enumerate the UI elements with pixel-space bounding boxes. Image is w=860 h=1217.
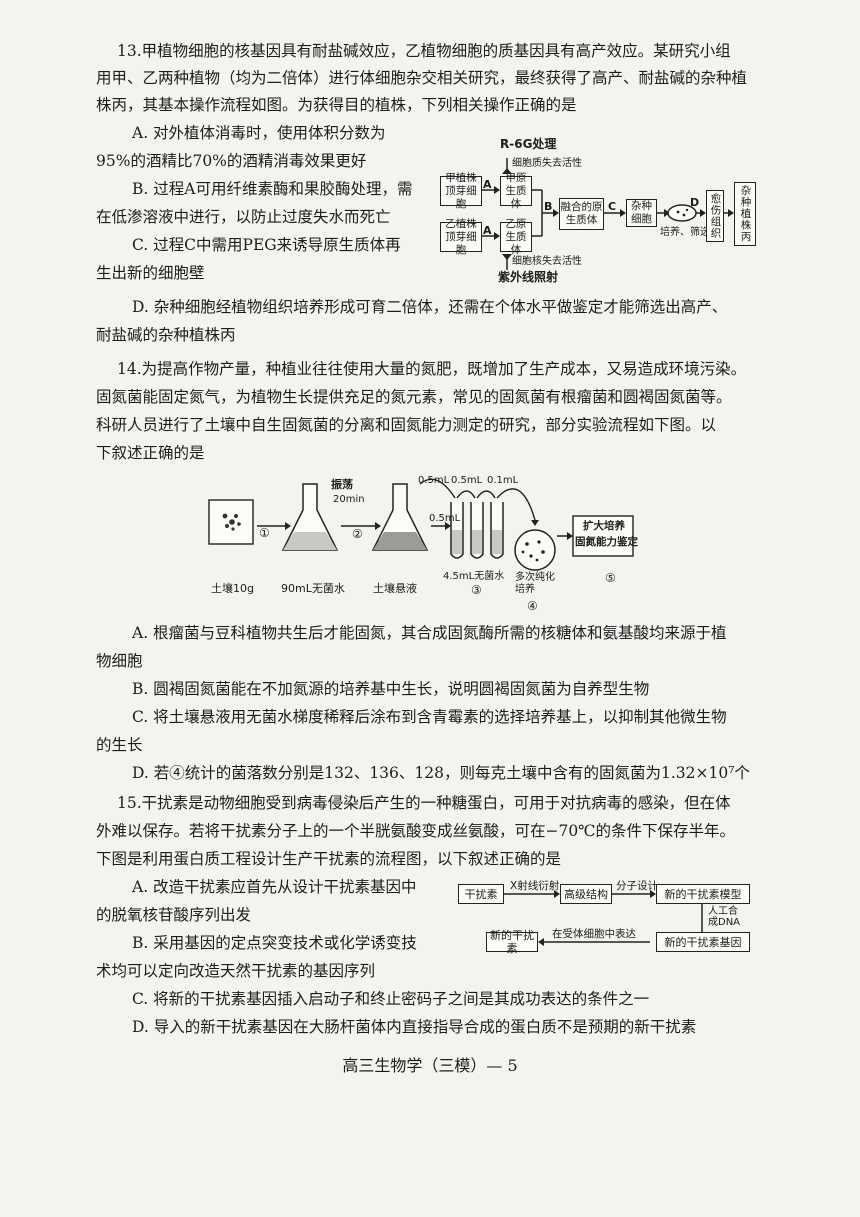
shake-time-label: 20min xyxy=(333,494,365,505)
q15-option-c-line1: C. 将新的干扰素基因插入启动子和终止密码子之间是其成功表达的条件之一 xyxy=(132,990,650,1008)
page-footer: 高三生物学（三模）— 5 xyxy=(342,1056,518,1075)
q15-option-a-line1: A. 改造干扰素应首先从设计干扰素基因中 xyxy=(132,878,417,896)
design-label: 分子设计 xyxy=(616,880,658,892)
nucleus-inactive-label: 细胞核失去活性 xyxy=(512,256,582,267)
volume-05-second: 0.5mL xyxy=(418,475,450,486)
new-gene-box: 新的干扰素基因 xyxy=(656,932,750,952)
q13-option-a-line1: A. 对外植体消毒时，使用体积分数为 xyxy=(132,124,386,142)
purify-label: 多次纯化培养 xyxy=(515,572,555,595)
q13-stem-line3: 株丙，其基本操作流程如图。为获得目的植株，下列相关操作正确的是 xyxy=(96,96,577,114)
q13-option-c-line2: 生出新的细胞壁 xyxy=(96,264,205,282)
expand-culture-label: 扩大培养 xyxy=(583,520,625,532)
shake-label: 振荡 xyxy=(331,478,353,491)
water45-label: 4.5mL无菌水 xyxy=(443,571,505,582)
q15-option-d-line1: D. 导入的新干扰素基因在大肠杆菌体内直接指导合成的蛋白质不是预期的新干扰素 xyxy=(132,1018,697,1036)
yi-protoplast-box: 乙原生质体 xyxy=(500,218,532,256)
suspension-label: 土壤悬液 xyxy=(373,582,417,595)
ifn-box: 干扰素 xyxy=(458,884,504,904)
structure-box: 高级结构 xyxy=(560,884,612,904)
model-box: 新的干扰素模型 xyxy=(656,884,750,904)
step5-label: ⑤ xyxy=(605,571,616,585)
uv-label: 紫外线照射 xyxy=(498,270,559,284)
q13-option-c-line1: C. 过程C中需用PEG来诱导原生质体再 xyxy=(132,236,401,254)
q15-option-b-line2: 术均可以定向改造天然干扰素的基因序列 xyxy=(96,962,376,980)
q14-option-c-line2: 的生长 xyxy=(96,736,143,754)
q14-option-a-line2: 物细胞 xyxy=(96,652,143,670)
q13-flow-diagram: R-6G处理 细胞质失去活性 甲植株顶芽细胞 A 甲原生质体 乙植株顶芽细胞 A… xyxy=(436,138,766,288)
q13-stem-line1: 13.甲植物细胞的核基因具有耐盐碱效应，乙植物细胞的质基因具有高产效应。某研究小… xyxy=(117,42,731,60)
callus-box: 愈伤组织 xyxy=(706,190,724,242)
q13-option-d-line2: 耐盐碱的杂种植株丙 xyxy=(96,326,236,344)
jia-bud-cell-box: 甲植株顶芽细胞 xyxy=(440,172,482,210)
fused-protoplast-box: 融合的原生质体 xyxy=(559,198,604,230)
q13-option-b-line1: B. 过程A可用纤维素酶和果胶酶处理，需 xyxy=(132,180,413,198)
arrow-b-label: B xyxy=(544,200,553,213)
volume-01-fourth: 0.1mL xyxy=(487,475,519,486)
arrow-a-lower-label: A xyxy=(483,224,492,237)
r6g-label: R-6G处理 xyxy=(500,137,557,151)
q13-option-b-line2: 在低渗溶液中进行，以防止过度失水而死亡 xyxy=(96,208,391,226)
q15-flow-diagram: 干扰素 X射线衍射 高级结构 分子设计 新的干扰素模型 人工合成DNA 新的干扰… xyxy=(456,880,756,960)
q13-option-a-line2: 95%的酒精比70%的酒精消毒效果更好 xyxy=(96,152,367,170)
step4-label: ④ xyxy=(527,599,538,613)
jia-protoplast-box: 甲原生质体 xyxy=(500,172,532,210)
nfix-assay-label: 固氮能力鉴定 xyxy=(575,536,638,548)
culture-screen-label: 培养、筛选 xyxy=(660,227,710,238)
arrow-a-upper-label: A xyxy=(483,178,492,191)
soil-label: 土壤10g xyxy=(211,582,254,595)
q13-stem-line2: 用甲、乙两种植物（均为二倍体）进行体细胞杂交相关研究，最终获得了高产、耐盐碱的杂… xyxy=(96,69,748,87)
volume-05-first: 0.5mL xyxy=(429,513,461,524)
new-ifn-box: 新的干扰素 xyxy=(486,929,538,955)
arrow-c-label: C xyxy=(608,200,617,213)
xray-label: X射线衍射 xyxy=(510,880,560,892)
hybrid-plant-box: 杂种植株丙 xyxy=(734,182,756,246)
q15-stem-line3: 下图是利用蛋白质工程设计生产干扰素的流程图，以下叙述正确的是 xyxy=(96,850,562,868)
q14-stem-line2: 固氮菌能固定氮气，为植物生长提供充足的氮元素，常见的固氮菌有根瘤菌和圆褐固氮菌等… xyxy=(96,388,732,406)
arrow-d-label: D xyxy=(690,196,700,209)
volume-05-third: 0.5mL xyxy=(451,475,483,486)
step2-label: ② xyxy=(352,527,363,541)
q14-option-d-line1: D. 若④统计的菌落数分别是132、136、128，则每克土壤中含有的固氮菌为1… xyxy=(132,764,750,782)
water90-label: 90mL无菌水 xyxy=(281,582,345,595)
express-label: 在受体细胞中表达 xyxy=(552,928,636,940)
q14-option-a-line1: A. 根瘤菌与豆科植物共生后才能固氮，其合成固氮酶所需的核糖体和氨基酸均来源于植 xyxy=(132,624,727,642)
q13-option-d-line1: D. 杂种细胞经植物组织培养形成可育二倍体，还需在个体水平做鉴定才能筛选出高产、 xyxy=(132,298,728,316)
q15-stem-line2: 外难以保存。若将干扰素分子上的一个半胱氨酸变成丝氨酸，可在−70℃的条件下保存半… xyxy=(96,822,736,840)
q15-stem-line1: 15.干扰素是动物细胞受到病毒侵染后产生的一种糖蛋白，可用于对抗病毒的感染，但在… xyxy=(117,794,731,812)
colony-plate-icon xyxy=(514,529,556,571)
q14-stem-line4: 下叙述正确的是 xyxy=(96,444,205,462)
hybrid-cell-box: 杂种细胞 xyxy=(626,199,657,227)
yi-bud-cell-box: 乙植株顶芽细胞 xyxy=(440,218,482,256)
q15-option-a-line2: 的脱氧核苷酸序列出发 xyxy=(96,906,252,924)
q14-apparatus xyxy=(208,478,634,571)
q14-option-c-line1: C. 将土壤悬液用无菌水梯度稀释后涂布到含青霉素的选择培养基上，以抑制其他微生物 xyxy=(132,708,727,726)
q14-option-b-line1: B. 圆褐固氮菌能在不加氮源的培养基中生长，说明圆褐固氮菌为自养型生物 xyxy=(132,680,650,698)
step3-label: ③ xyxy=(471,583,482,597)
cyto-inactive-label: 细胞质失去活性 xyxy=(512,158,582,169)
q14-stem-line1: 14.为提高作物产量，种植业往往使用大量的氮肥，既增加了生产成本，又易造成环境污… xyxy=(117,360,747,378)
q14-stem-line3: 科研人员进行了土壤中自生固氮菌的分离和固氮能力测定的研究，部分实验流程如下图。以 xyxy=(96,416,717,434)
q14-flow-diagram: 土壤10g ① 振荡 20min ② 90mL无菌水 土壤悬液 0.5mL 0.… xyxy=(205,475,638,616)
q15-option-b-line1: B. 采用基因的定点突变技术或化学诱变技 xyxy=(132,934,417,952)
step1-label: ① xyxy=(259,526,270,540)
synth-dna-label: 人工合成DNA xyxy=(708,906,741,928)
petri-dish-icon xyxy=(667,204,697,222)
